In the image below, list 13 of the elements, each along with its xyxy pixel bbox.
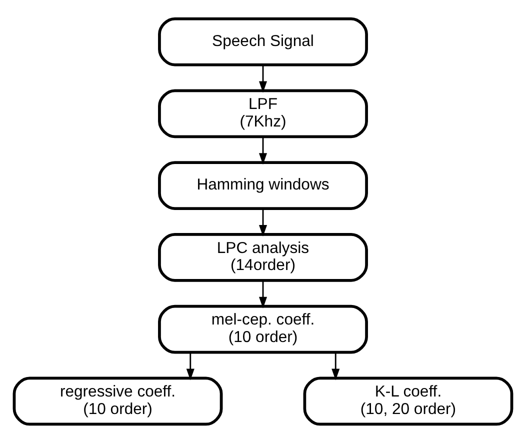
node-box: K-L coeff. (10, 20 order) — [303, 376, 514, 426]
node-box: LPF (7Khz) — [158, 89, 368, 138]
arrow — [186, 352, 194, 380]
arrow — [332, 352, 340, 380]
node-box: mel-cep. coeff. (10 order) — [158, 304, 368, 354]
arrow — [258, 280, 268, 308]
node-box: Hamming windows — [158, 161, 368, 210]
arrow — [258, 64, 268, 93]
arrow — [258, 208, 268, 237]
node-box: LPC analysis (14order) — [158, 233, 368, 282]
node-box: Speech Signal — [158, 17, 368, 66]
node-box: regressive coeff. (10 order) — [12, 376, 223, 426]
arrow — [258, 136, 268, 165]
